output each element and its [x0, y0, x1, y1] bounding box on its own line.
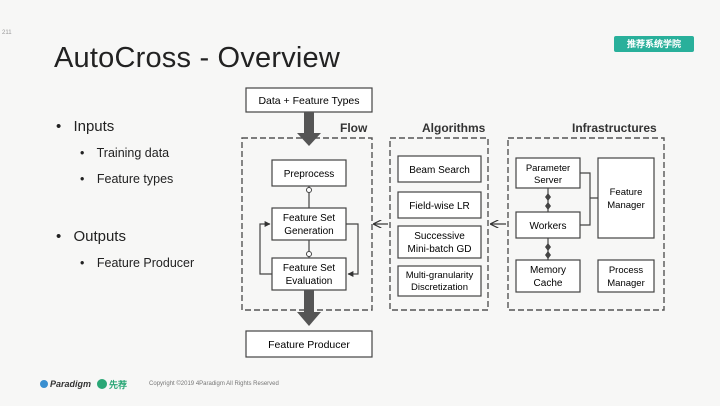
fsg-box — [271, 207, 347, 241]
mbgd-box — [397, 225, 482, 259]
beam-search-label: Beam Search — [409, 165, 470, 176]
algorithms-label: Algorithms — [422, 121, 486, 135]
infrastructures-panel — [507, 137, 665, 311]
mgd-box — [397, 265, 482, 297]
memory-cache-box — [515, 259, 581, 293]
paradigm-logo-icon — [40, 380, 48, 388]
fsg-line2: Generation — [284, 226, 333, 237]
algorithms-panel — [389, 137, 489, 311]
inputs-item: Feature types — [80, 172, 173, 186]
infrastructures-label: Infrastructures — [572, 121, 657, 135]
xianjian-logo-icon — [97, 379, 108, 389]
paradigm-logo-text: Paradigm — [50, 379, 92, 389]
fm-line1: Feature — [610, 187, 643, 198]
thick-arrow-top — [304, 112, 314, 134]
pm-line1: Process — [609, 265, 644, 276]
thick-arrow-top-head — [297, 133, 321, 146]
copyright: Copyright ©2019 4Paradigm All Rights Res… — [149, 381, 279, 387]
outputs-item: Feature Producer — [80, 256, 194, 270]
loop-left — [259, 221, 272, 275]
connector-to-fm — [580, 172, 598, 226]
inputs-heading: Inputs — [73, 118, 115, 135]
mbgd-line2: Mini-batch GD — [408, 244, 472, 255]
fsg-line1: Feature Set — [283, 213, 335, 224]
inputs-bullet: Inputs — [56, 118, 114, 135]
xianjian-logo-text: 先荐 — [109, 379, 128, 390]
corner-mark: 211 — [2, 30, 12, 36]
mgd-line1: Multi-granularity — [406, 270, 474, 281]
flow-label: Flow — [340, 121, 368, 135]
outputs-heading: Outputs — [73, 228, 126, 245]
thick-arrow-bottom — [304, 290, 314, 314]
slide-title: AutoCross - Overview — [54, 42, 341, 74]
fse-box — [271, 257, 347, 291]
preprocess-label: Preprocess — [284, 169, 335, 180]
pm-line2: Manager — [607, 278, 645, 289]
outputs-bullet: Outputs — [56, 228, 126, 245]
mgd-line2: Discretization — [411, 282, 468, 293]
badge: 推荐系统学院 — [614, 36, 694, 52]
flow-panel — [241, 137, 373, 311]
mbgd-line1: Successive — [414, 231, 465, 242]
field-wise-lr-label: Field-wise LR — [409, 201, 470, 212]
mc-line2: Cache — [534, 278, 563, 289]
fse-line2: Evaluation — [286, 276, 333, 287]
mc-line1: Memory — [530, 265, 566, 276]
field-wise-lr-box — [397, 191, 482, 219]
inputs-item-training-data: Training data — [96, 146, 170, 160]
outputs-item-feature-producer: Feature Producer — [96, 256, 195, 270]
ps-line1: Parameter — [526, 163, 570, 174]
diamond — [545, 243, 551, 251]
fse-line1: Feature Set — [283, 263, 335, 274]
footer: Paradigm 先荐 Copyright ©2019 4Paradigm Al… — [40, 377, 279, 391]
process-manager-box — [597, 259, 655, 293]
beam-search-box — [397, 155, 482, 183]
diamond — [545, 193, 551, 201]
connector-dot — [306, 187, 312, 193]
diamond — [545, 251, 551, 259]
output-box-label: Feature Producer — [268, 339, 350, 351]
ps-line2: Server — [534, 175, 562, 186]
workers-label: Workers — [529, 221, 566, 232]
diamond — [545, 202, 551, 210]
inputs-item: Training data — [80, 146, 170, 160]
feature-manager-box — [597, 157, 655, 239]
fm-line2: Manager — [607, 200, 645, 211]
loop-right — [346, 223, 359, 277]
inputs-item-feature-types: Feature types — [96, 172, 174, 186]
connector-dot — [306, 251, 312, 257]
thick-arrow-bottom-head — [297, 312, 321, 326]
output-box — [245, 330, 373, 358]
input-box-label: Data + Feature Types — [258, 95, 359, 107]
input-box — [245, 87, 373, 113]
